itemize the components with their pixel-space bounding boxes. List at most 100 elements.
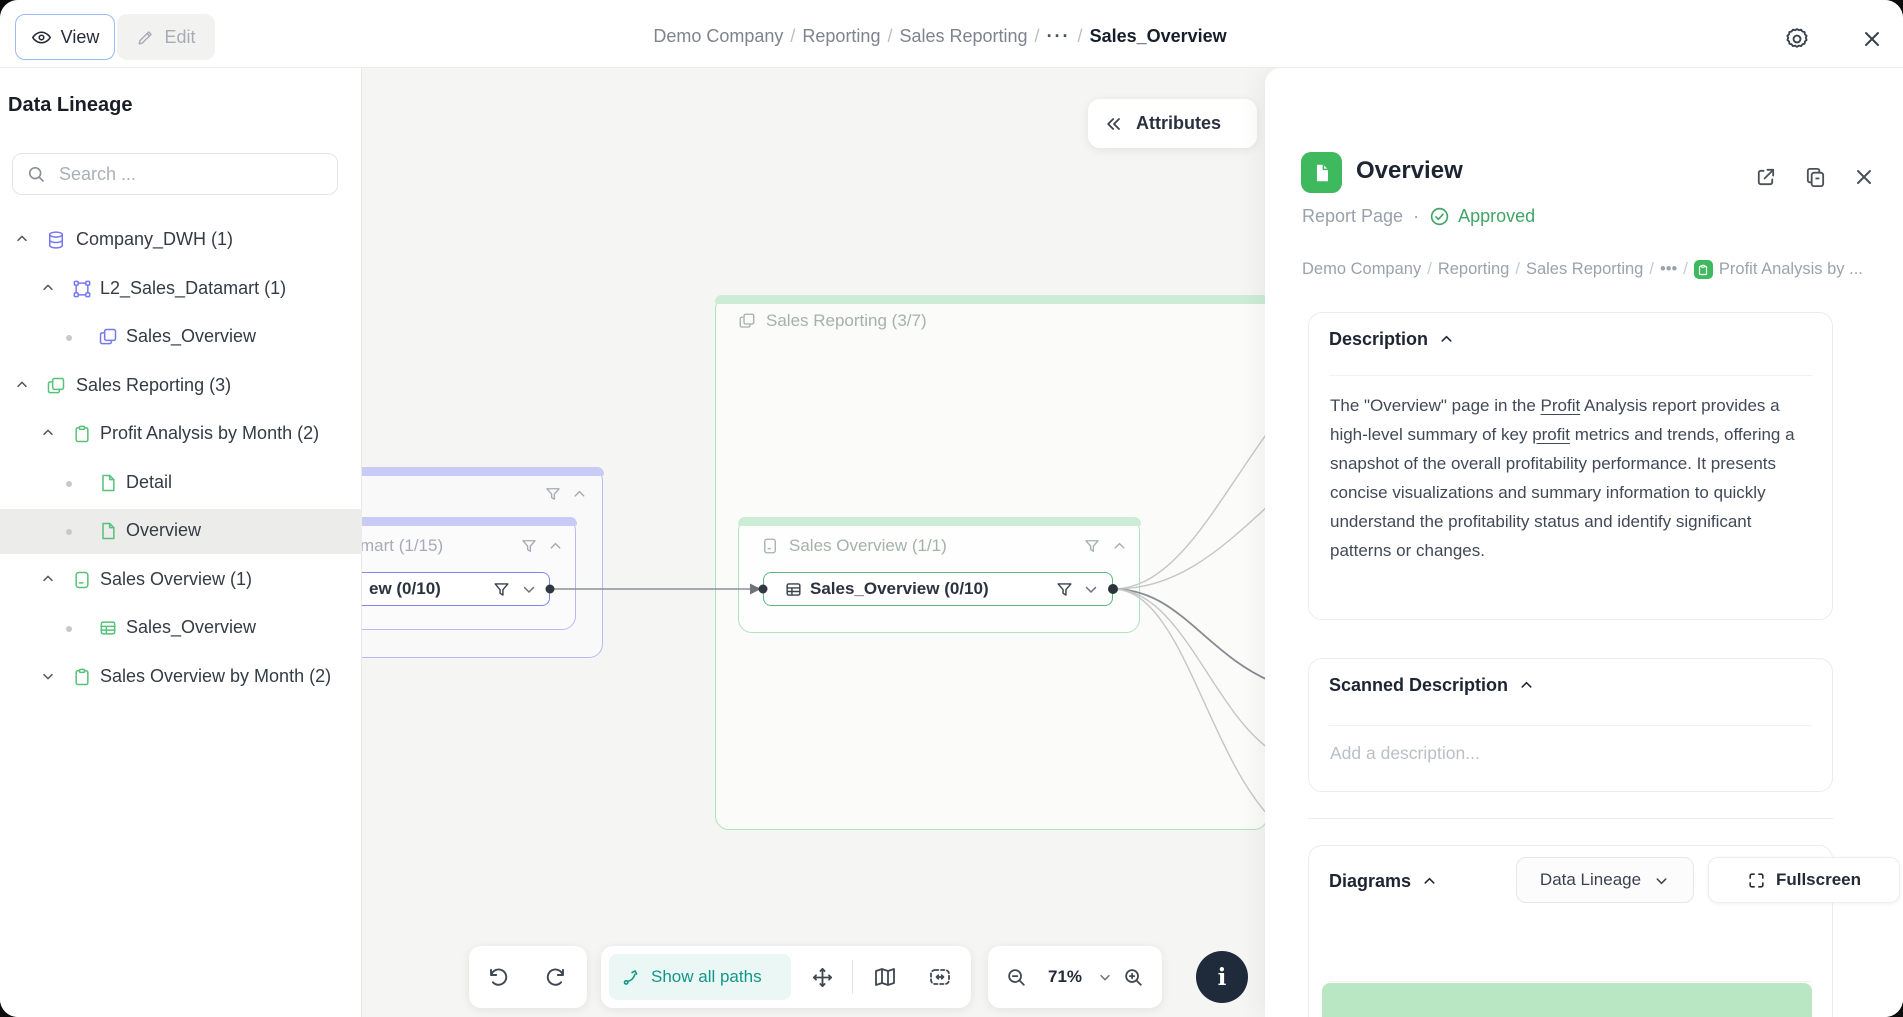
gear-icon[interactable]	[1783, 25, 1811, 53]
tree-item-overview[interactable]: Overview	[0, 509, 362, 554]
chevron-up-icon[interactable]	[14, 377, 30, 398]
panel-breadcrumb-item[interactable]: Profit Analysis by ...	[1718, 260, 1863, 278]
zoom-chevron-down-icon[interactable]	[1093, 965, 1117, 989]
close-icon[interactable]	[1858, 25, 1886, 53]
report-icon	[761, 537, 779, 555]
chevron-down-icon	[1653, 872, 1670, 889]
expand-chevron-icon[interactable]	[1082, 580, 1100, 598]
tree-item-sales-overview-1[interactable]: Sales Overview (1)	[0, 558, 362, 603]
tree-item-l2-sales-datamart-1[interactable]: L2_Sales_Datamart (1)	[0, 267, 362, 312]
diagrams-header[interactable]: Diagrams	[1329, 871, 1438, 892]
description-header[interactable]: Description	[1329, 329, 1455, 350]
zoom-in-icon[interactable]	[1121, 965, 1145, 989]
chevron-up-icon[interactable]	[40, 425, 56, 446]
tree-item-label: Overview	[126, 520, 202, 540]
minimap-icon[interactable]	[873, 965, 897, 989]
description-text-part: Analysis report provides a high-level su…	[1330, 396, 1780, 444]
description-text: The "Overview" page in the Profit Analys…	[1330, 391, 1808, 565]
breadcrumb-item[interactable]: Sales_Overview	[1089, 26, 1227, 46]
panel-breadcrumb-item[interactable]: Demo Company	[1302, 260, 1422, 278]
section-divider	[1308, 818, 1833, 819]
toolbar-divider	[852, 960, 853, 994]
tree-item-sales-overview-by-month-2[interactable]: Sales Overview by Month (2)	[0, 655, 362, 700]
bullet-icon	[66, 626, 72, 632]
filter-icon[interactable]	[544, 481, 562, 507]
card-divider	[1329, 981, 1812, 982]
datamart-icon	[72, 279, 92, 304]
table-icon	[98, 618, 118, 643]
tree-item-sales-overview[interactable]: Sales_Overview	[0, 315, 362, 360]
node-sales-overview-green[interactable]: Sales_Overview (0/10)	[763, 572, 1113, 606]
undo-icon[interactable]	[486, 965, 510, 989]
scanned-description-header[interactable]: Scanned Description	[1329, 675, 1535, 696]
edit-label: Edit	[164, 26, 196, 47]
view-tools-card: Show all paths	[601, 946, 971, 1008]
chevron-up-icon[interactable]	[40, 571, 56, 592]
report-icon	[72, 570, 92, 595]
chevron-down-icon[interactable]	[40, 668, 56, 689]
breadcrumb-item[interactable]: Demo Company	[653, 26, 784, 46]
filter-icon[interactable]	[520, 533, 538, 559]
collapse-chevron-icon[interactable]	[1111, 533, 1128, 559]
tree-item-profit-analysis-by-month-2[interactable]: Profit Analysis by Month (2)	[0, 412, 362, 457]
panel-breadcrumb-item[interactable]: •••	[1659, 260, 1678, 278]
tree-item-detail[interactable]: Detail	[0, 461, 362, 506]
collapse-chevron-icon[interactable]	[547, 533, 564, 559]
tree-item-sales-reporting-3[interactable]: Sales Reporting (3)	[0, 364, 362, 409]
tree-item-sales-overview[interactable]: Sales_Overview	[0, 606, 362, 651]
tree-item-label: Sales_Overview	[126, 326, 257, 346]
page-icon	[98, 473, 118, 498]
diagram-preview-strip	[1322, 983, 1812, 1017]
pan-icon[interactable]	[810, 965, 834, 989]
status-badge[interactable]: Approved	[1429, 206, 1535, 227]
container-strip	[249, 466, 604, 476]
breadcrumb: Demo Company/Reporting/Sales Reporting/·…	[600, 26, 1280, 47]
copy-icon	[46, 376, 66, 401]
show-all-paths-button[interactable]: Show all paths	[609, 954, 791, 1000]
edit-mode-button[interactable]: Edit	[117, 14, 215, 60]
tree-item-label: Profit Analysis by Month (2)	[100, 423, 320, 443]
copy-document-icon[interactable]	[1802, 164, 1828, 190]
zoom-out-icon[interactable]	[1004, 965, 1028, 989]
open-external-icon[interactable]	[1752, 164, 1778, 190]
breadcrumb-item[interactable]: Reporting	[802, 26, 881, 46]
filter-icon[interactable]	[1083, 533, 1101, 559]
entity-type-label: Report Page	[1302, 206, 1404, 226]
description-link[interactable]: Profit	[1540, 396, 1581, 415]
breadcrumb-item[interactable]: ···	[1046, 26, 1071, 46]
panel-breadcrumb-item[interactable]: Sales Reporting	[1525, 260, 1644, 278]
info-button[interactable]: i	[1196, 951, 1248, 1003]
clipboard-icon	[72, 667, 92, 692]
description-text-part: metrics and trends, offering a snapshot …	[1330, 425, 1795, 560]
breadcrumb-separator: /	[1649, 260, 1654, 278]
panel-breadcrumb-item[interactable]: Reporting	[1437, 260, 1510, 278]
breadcrumb-separator: /	[1427, 260, 1432, 278]
collapse-chevron-icon[interactable]	[571, 481, 588, 507]
tree-item-company-dwh-1[interactable]: Company_DWH (1)	[0, 218, 362, 263]
expand-chevron-icon[interactable]	[520, 580, 538, 598]
scanned-description-placeholder[interactable]: Add a description...	[1330, 743, 1480, 763]
breadcrumb-item[interactable]: Sales Reporting	[899, 26, 1028, 46]
scanned-description-header-label: Scanned Description	[1329, 675, 1509, 695]
filter-icon[interactable]	[492, 580, 511, 599]
attributes-panel-button[interactable]: Attributes	[1088, 99, 1257, 148]
diagram-type-select[interactable]: Data Lineage	[1516, 857, 1694, 903]
chevron-up-icon[interactable]	[14, 231, 30, 252]
zoom-level-value[interactable]: 71%	[1047, 967, 1083, 986]
close-panel-icon[interactable]	[1851, 164, 1877, 190]
fit-width-icon[interactable]	[928, 965, 952, 989]
filter-icon[interactable]	[1055, 580, 1074, 599]
redo-icon[interactable]	[543, 965, 567, 989]
search-input[interactable]	[57, 155, 327, 193]
bullet-icon	[66, 529, 72, 535]
container-strip	[737, 516, 1141, 526]
description-link[interactable]: profit	[1532, 425, 1570, 444]
path-icon	[622, 967, 642, 987]
sidebar-title: Data Lineage	[8, 94, 133, 116]
view-mode-button[interactable]: View	[15, 14, 115, 60]
fullscreen-button[interactable]: Fullscreen	[1708, 857, 1900, 903]
tree-item-label: Sales_Overview	[126, 617, 257, 637]
chevron-up-icon[interactable]	[40, 280, 56, 301]
card-divider	[1329, 725, 1812, 726]
database-icon	[46, 230, 66, 255]
